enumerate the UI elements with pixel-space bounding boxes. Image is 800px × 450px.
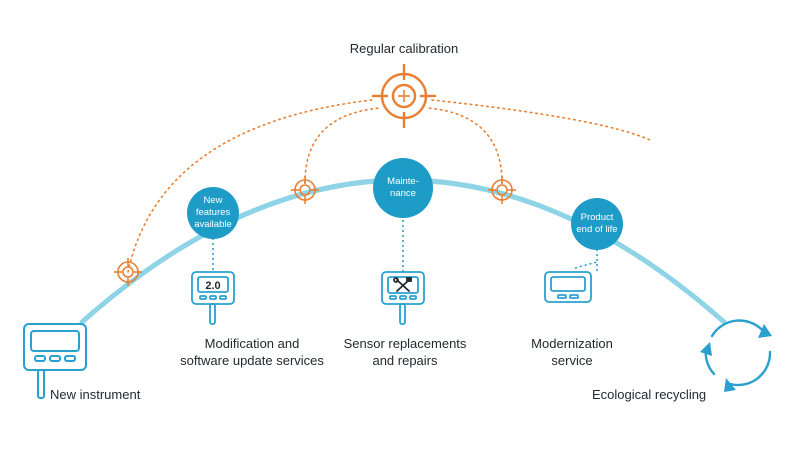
crosshair-icon	[291, 176, 319, 204]
product-eol-line1: Product	[580, 212, 614, 223]
maintenance-line1: Mainte-	[387, 176, 419, 187]
device-icon	[544, 271, 592, 303]
maintenance-node-text: Mainte- nance	[373, 176, 433, 200]
device-icon	[381, 271, 425, 325]
sensor-label-line2: and repairs	[372, 353, 438, 368]
ecological-recycling-label: Ecological recycling	[592, 387, 707, 402]
node-new-features	[187, 187, 239, 239]
device-icon	[23, 323, 87, 399]
node-connectors	[212, 220, 598, 272]
crosshair-icon	[372, 64, 436, 128]
node-maintenance	[373, 158, 433, 218]
modification-label-line2: software update services	[180, 353, 324, 368]
modification-label: Modification and software update service…	[152, 335, 352, 369]
modernization-label-line2: service	[551, 353, 593, 368]
new-features-line3: available	[194, 219, 232, 230]
maintenance-line2: nance	[390, 188, 416, 199]
sensor-label: Sensor replacements and repairs	[320, 335, 490, 369]
calibration-connectors	[127, 99, 651, 273]
new-features-node-text: New features available	[183, 195, 243, 231]
modernization-label: Modernization service	[512, 335, 632, 369]
connector-from-calibration-right	[431, 99, 651, 141]
modernization-label-line1: Modernization	[531, 336, 613, 351]
recycle-icon	[700, 319, 772, 392]
device-screen-text: 2.0	[205, 280, 220, 292]
connector-to-new-instrument	[127, 99, 373, 273]
device-icon	[191, 271, 235, 325]
new-instrument-label: New instrument	[50, 387, 141, 402]
sensor-label-line1: Sensor replacements	[343, 336, 467, 351]
crosshair-icon	[488, 176, 516, 204]
connector-to-left-small	[304, 107, 381, 184]
connector-to-right-small	[427, 107, 503, 184]
new-features-line1: New	[203, 195, 223, 206]
product-eol-node-text: Product end of life	[567, 212, 627, 236]
node-product-eol	[571, 198, 623, 250]
modification-label-line1: Modification and	[204, 336, 300, 351]
tools-icon	[393, 277, 412, 292]
connector-product-eol-tail	[574, 261, 598, 269]
crosshair-icon	[114, 258, 142, 286]
new-features-line2: features	[195, 207, 231, 218]
regular-calibration-label: Regular calibration	[349, 41, 459, 56]
product-eol-line2: end of life	[576, 224, 618, 235]
